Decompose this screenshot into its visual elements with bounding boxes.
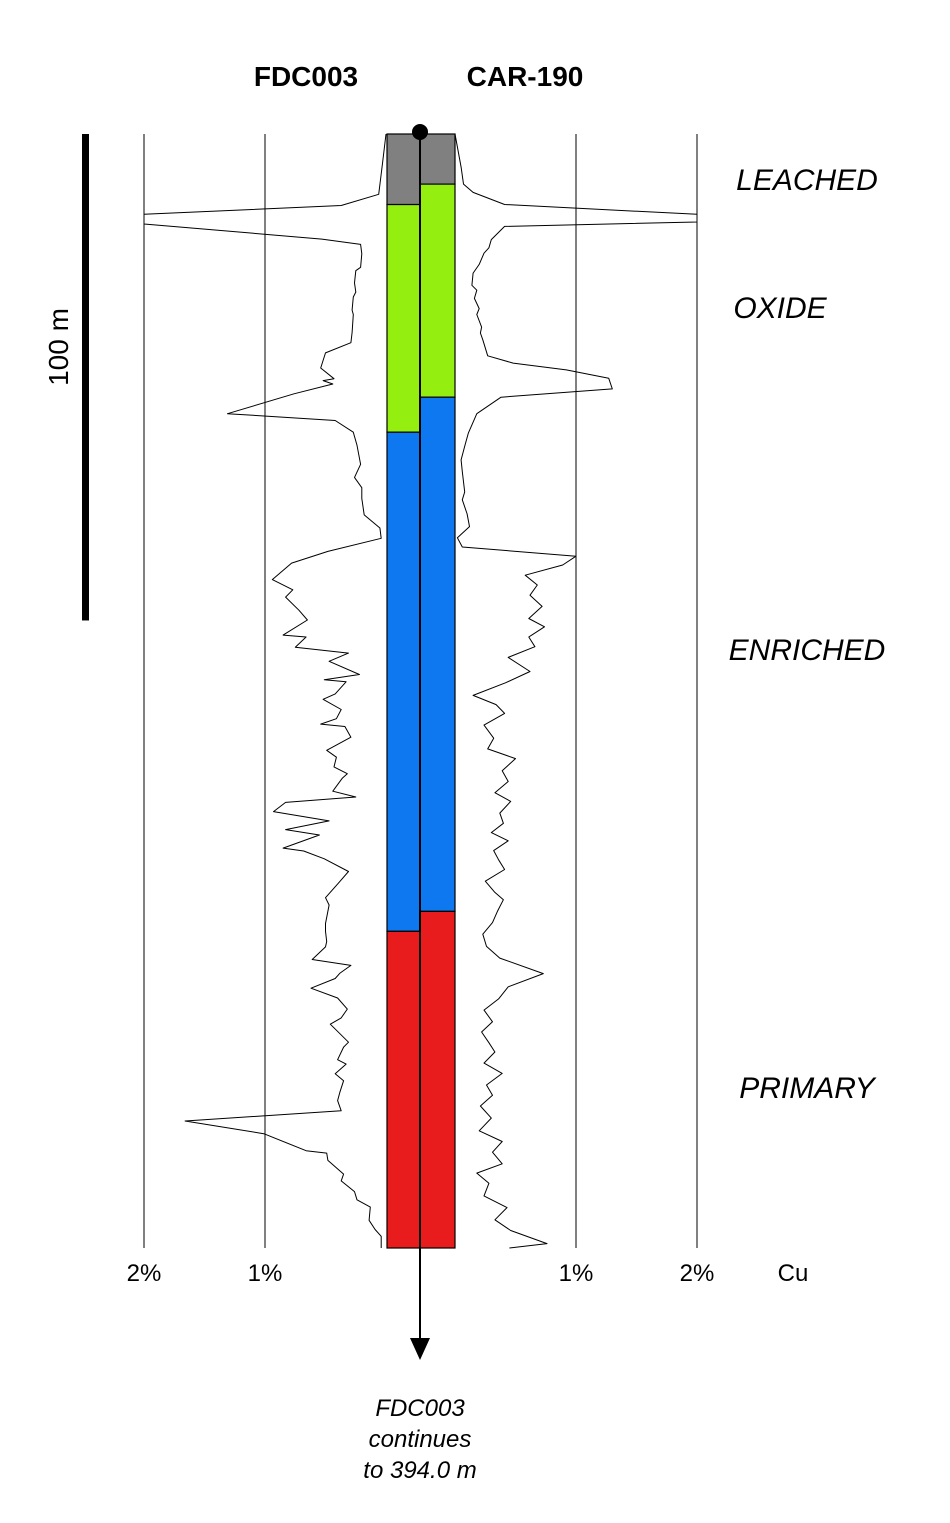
zone-bar-fdc003-enriched (386, 431, 421, 932)
continuation-note-line: continues (369, 1426, 472, 1453)
collar-and-arrow (410, 124, 430, 1360)
zone-bar-fdc003-oxide (386, 203, 421, 433)
zone-columns (386, 133, 456, 1249)
tick-label-left-1: 1% (248, 1260, 283, 1287)
continuation-note: FDC003 continues to 394.0 m (363, 1395, 476, 1484)
zone-label-oxide: OXIDE (733, 292, 827, 325)
cu-traces (143, 133, 698, 1249)
continuation-note-line: FDC003 (375, 1395, 465, 1422)
zone-bar-fdc003-leached (386, 133, 421, 206)
cu-trace-fdc003 (143, 133, 387, 1248)
zone-label-leached: LEACHED (736, 164, 878, 197)
collar-marker (412, 124, 428, 140)
tick-label-left-2: 2% (127, 1260, 162, 1287)
tick-label-right-1: 1% (559, 1260, 594, 1287)
scale-bar (82, 134, 89, 621)
hole-title-car-190: CAR-190 (467, 61, 584, 92)
axis-unit-label: Cu (778, 1260, 809, 1287)
continuation-arrow (410, 1338, 430, 1360)
hole-title-fdc003: FDC003 (254, 61, 358, 92)
axis-tick-labels: 2% 1% 1% 2% (127, 1260, 715, 1287)
grid-lines (143, 134, 698, 1248)
zone-labels: LEACHED OXIDE ENRICHED PRIMARY (729, 164, 886, 1105)
zone-bar-fdc003-primary (386, 930, 421, 1249)
zone-label-primary: PRIMARY (739, 1072, 877, 1105)
continuation-note-line: to 394.0 m (363, 1457, 476, 1484)
hole-titles: FDC003 CAR-190 (254, 61, 583, 92)
zone-bar-car-190-leached (419, 133, 456, 185)
scale-bar-label: 100 m (43, 308, 74, 386)
zone-bar-car-190-primary (419, 910, 456, 1249)
tick-label-right-2: 2% (680, 1260, 715, 1287)
zone-bar-car-190-oxide (419, 183, 456, 398)
cu-trace-car-190 (454, 133, 698, 1249)
zone-label-enriched: ENRICHED (729, 634, 886, 667)
zone-bar-car-190-enriched (419, 396, 456, 912)
